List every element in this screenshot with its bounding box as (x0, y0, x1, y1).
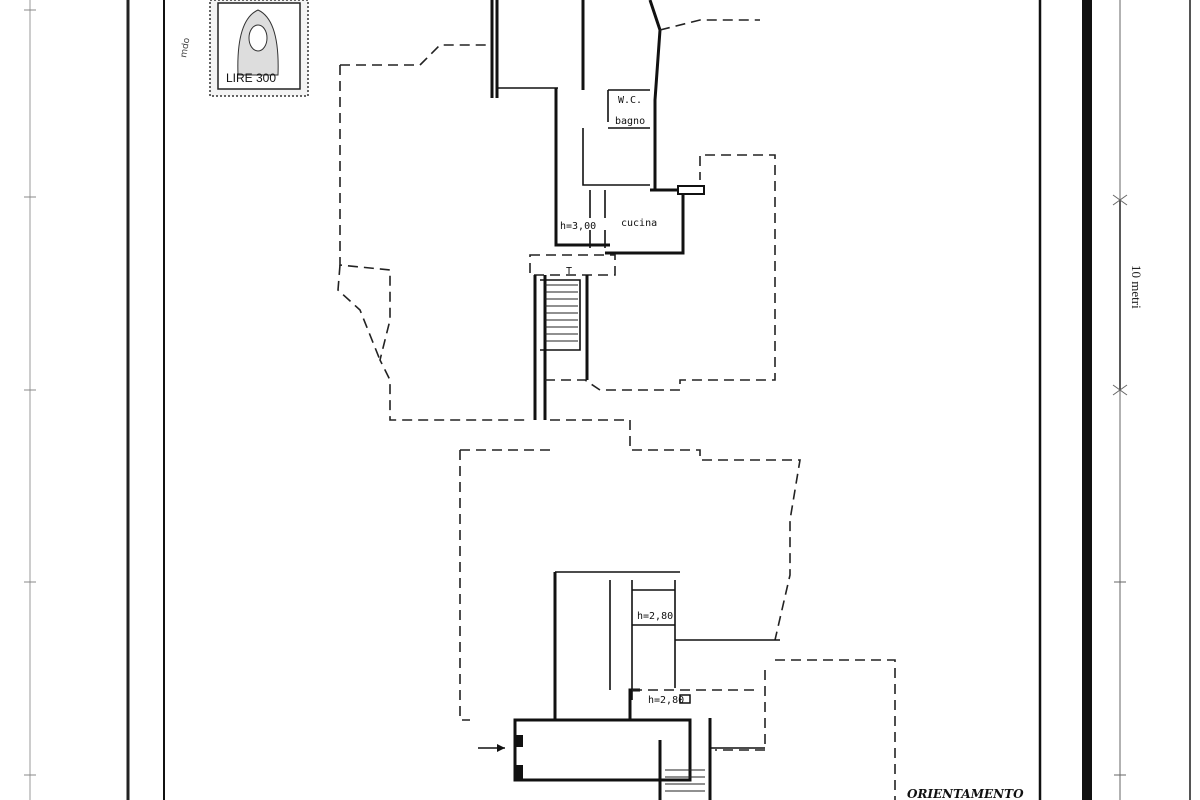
upper-unit-walls (490, 0, 705, 420)
scale-bar: 10 metri (1112, 0, 1144, 800)
orientation-label: ORIENTAMENTO (907, 787, 1024, 800)
bagno-label: bagno (615, 116, 645, 127)
upper-terraces (337, 19, 776, 421)
scale-label: 10 metri (1129, 265, 1144, 309)
stamp-value: LIRE 300 (226, 71, 276, 85)
lower-unit (459, 419, 896, 800)
cucina-label: cucina (621, 218, 657, 229)
stair-mark: T (566, 266, 572, 277)
height-lower-label-2: h=2,80 (648, 695, 684, 706)
entrance-arrow-icon (478, 744, 505, 752)
wc-label: W.C. (618, 95, 642, 106)
svg-text:mdo: mdo (179, 37, 192, 59)
height-lower-label-1: h=2,80 (637, 611, 673, 622)
revenue-stamp: LIRE 300 mdo (179, 0, 309, 97)
page-frame (24, 0, 1191, 800)
height-upper-label: h=3,00 (560, 221, 596, 232)
